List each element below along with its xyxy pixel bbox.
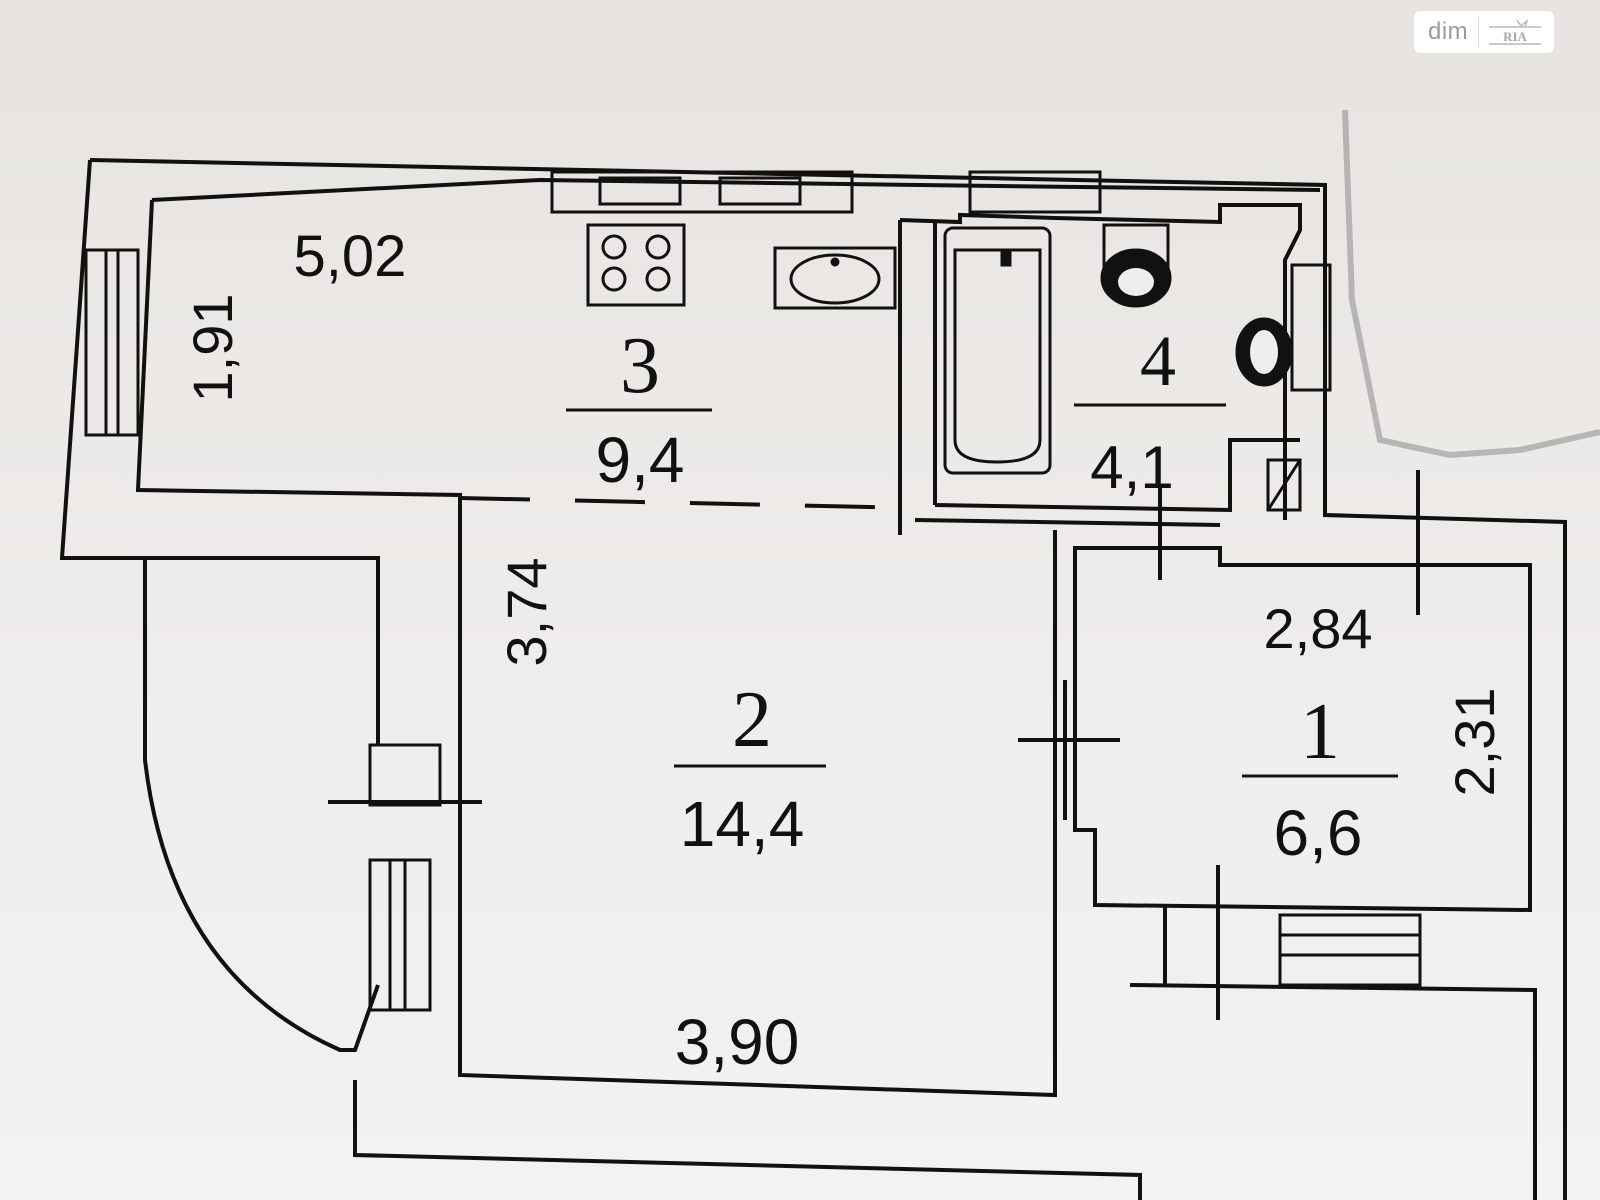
- room-1-area: 6,6: [1274, 797, 1363, 869]
- watermark-text: dim: [1428, 18, 1469, 45]
- pencil-mark: [1342, 109, 1600, 459]
- watermark-divider: [1478, 17, 1480, 47]
- shaft-icon: [1266, 458, 1302, 512]
- room-4-number: 4: [1140, 321, 1176, 401]
- room-3-number: 3: [620, 322, 660, 410]
- door-marks: [328, 470, 1420, 1020]
- svg-text:RIA: RIA: [1503, 29, 1527, 44]
- balcony-left: [143, 560, 380, 1052]
- dim-kitchen-width: 1,91: [181, 294, 244, 403]
- window-kitchen-left: [84, 248, 140, 437]
- room-3-area: 9,4: [596, 424, 685, 496]
- sink-icon: [773, 246, 897, 310]
- dim-hall-length: 2,84: [1264, 597, 1373, 660]
- window-hall-bottom: [1278, 913, 1422, 987]
- stove-icon: [586, 223, 686, 307]
- toilet-icon: [1100, 223, 1172, 308]
- kitchen-inner-wall: [135, 177, 1321, 1098]
- bathroom-walls: [899, 203, 1302, 520]
- room-1-number: 1: [1300, 688, 1340, 776]
- hall-walls: [1073, 546, 1532, 913]
- watermark-badge: dim RIA: [1414, 11, 1554, 53]
- dim-living-depth: 3,74: [495, 558, 558, 667]
- room-4-area: 4,1: [1090, 434, 1173, 501]
- hall-entry: [1129, 905, 1537, 1200]
- outer-wall-left: [59, 159, 380, 745]
- bathtub-icon: [943, 226, 1052, 475]
- dim-kitchen-length: 5,02: [294, 224, 407, 289]
- room-2-area: 14,4: [680, 788, 805, 860]
- window-bathroom-right: [1290, 263, 1332, 392]
- room-2-number: 2: [732, 676, 772, 764]
- ria-logo-icon: RIA: [1487, 17, 1543, 47]
- outer-wall: [89, 158, 1567, 1200]
- kitchen-living-divider: [459, 496, 916, 510]
- dim-hall-width: 2,31: [1443, 688, 1506, 797]
- bathroom-left-wall: [898, 220, 937, 535]
- washbasin-icon: [1235, 317, 1293, 387]
- window-kitchen-top: [550, 170, 1102, 214]
- living-outer-wall: [353, 1080, 1142, 1200]
- bathroom-lower-wall: [914, 438, 1300, 527]
- window-living-left: [368, 743, 442, 1012]
- dim-living-width: 3,90: [675, 1006, 800, 1078]
